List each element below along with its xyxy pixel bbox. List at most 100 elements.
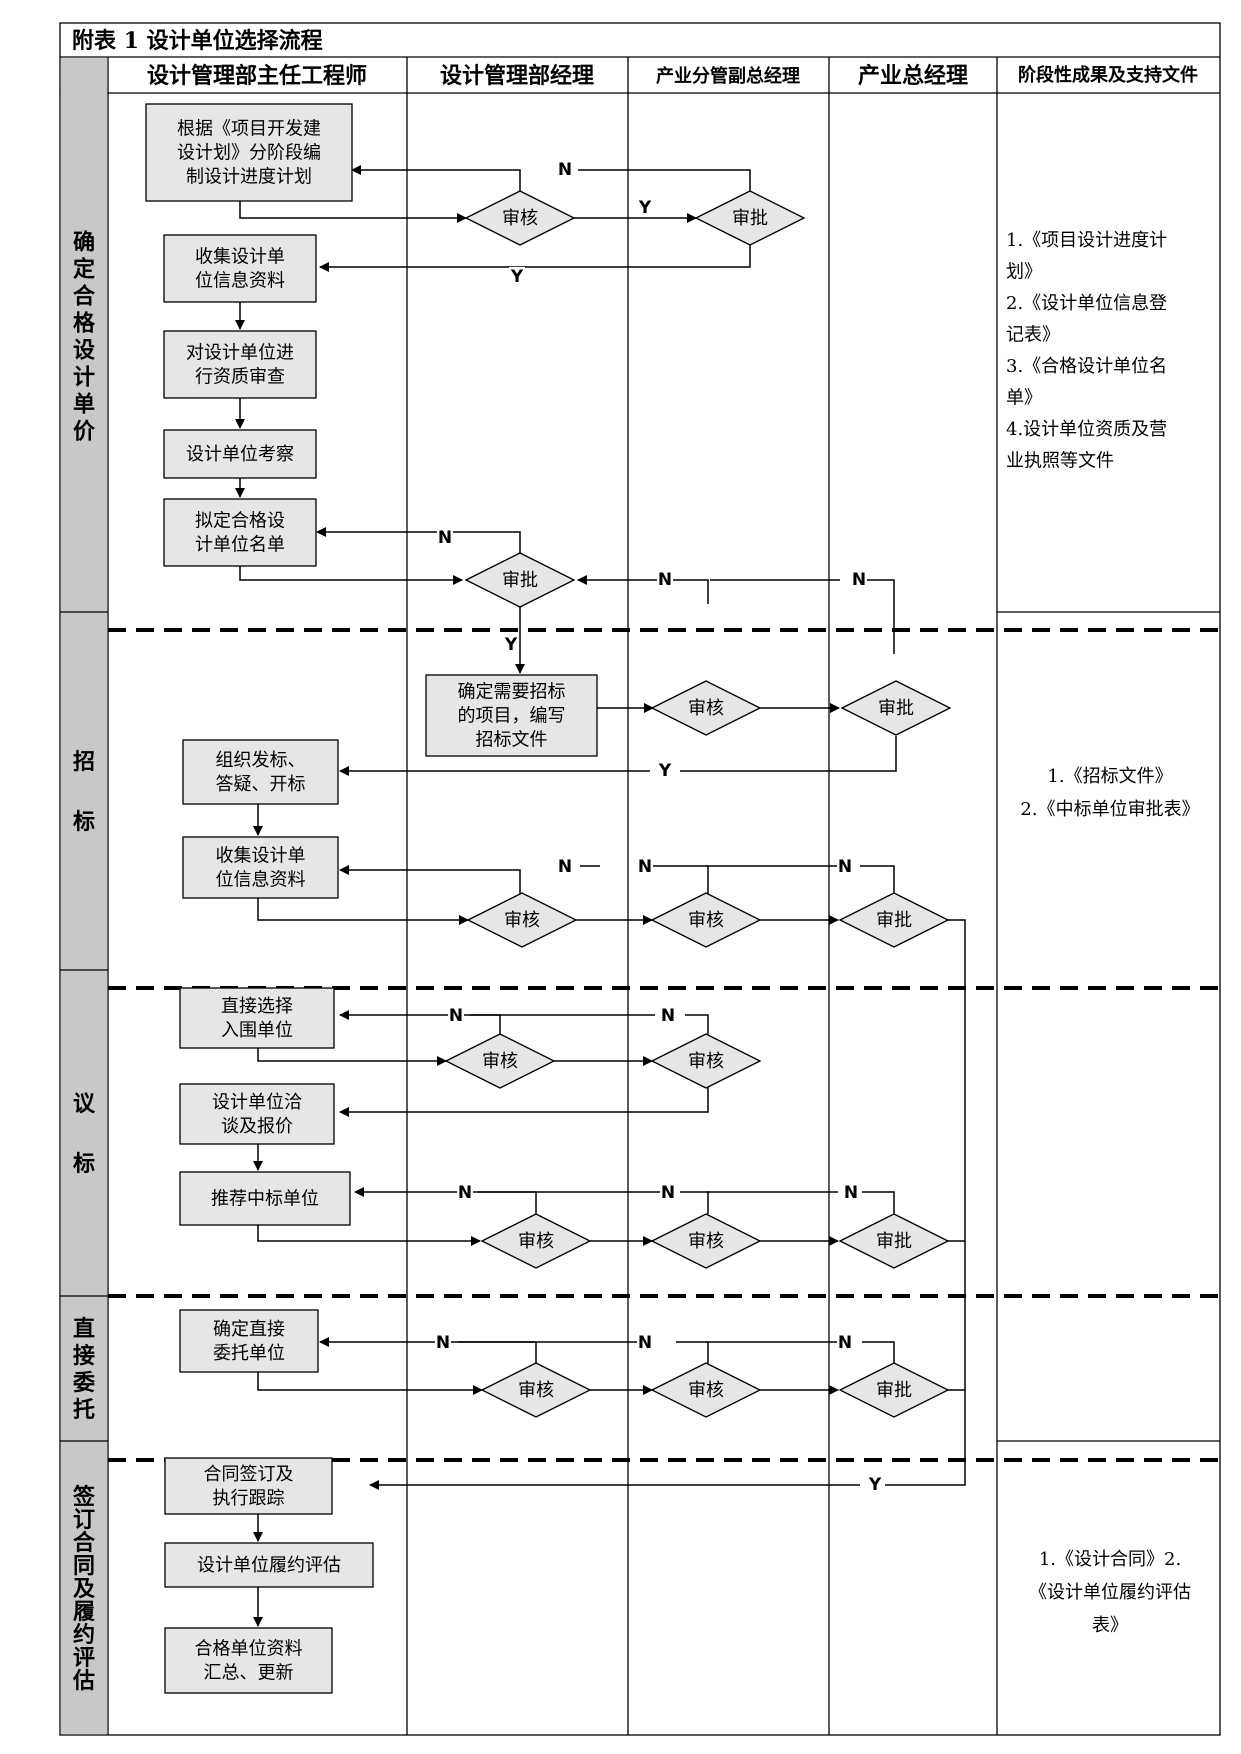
phase-label-char: 直 [73, 1316, 95, 1342]
branch-label-text: N [558, 160, 572, 180]
document-list: 1.《项目设计进度计划》2.《设计单位信息登记表》3.《合格设计单位名单》4.设… [1006, 230, 1167, 472]
phase-label-char: 标 [73, 1151, 95, 1177]
branch-label-text: N [449, 1006, 463, 1026]
branch-label-text: Y [510, 267, 524, 287]
branch-label-text: N [658, 570, 672, 590]
document-line: 3.《合格设计单位名 [1006, 356, 1167, 377]
page-title: 附表 1 设计单位选择流程 [72, 28, 323, 54]
process-box-text: 确定直接 [213, 1319, 285, 1340]
branch-label: N [457, 1183, 473, 1203]
decision-label: 审核 [518, 1231, 554, 1252]
phase-label-char: 委 [73, 1370, 95, 1396]
decision-label: 审批 [876, 1380, 912, 1401]
decision-label: 审核 [688, 1380, 724, 1401]
phase-label-char: 定 [73, 257, 95, 283]
document-list: 1.《招标文件》2.《中标单位审批表》 [1020, 766, 1199, 820]
decision-diamond: 审核 [464, 190, 576, 246]
decision-label: 审批 [502, 570, 538, 591]
process-box-text: 推荐中标单位 [211, 1189, 319, 1210]
decision-label: 审核 [502, 208, 538, 229]
branch-label-text: N [638, 857, 652, 877]
decision-diamond: 审核 [650, 1362, 762, 1418]
decision-diamond: 审核 [480, 1362, 592, 1418]
process-box-text: 合同签订及 [204, 1464, 294, 1485]
phase-label-char: 单 [73, 392, 95, 418]
process-box-text: 汇总、更新 [204, 1663, 294, 1684]
process-box-text: 确定需要招标 [458, 682, 566, 703]
process-box: 设计单位考察 [163, 429, 317, 479]
process-box-text: 执行跟踪 [213, 1488, 285, 1509]
decision-diamond: 审核 [466, 892, 578, 948]
column-header: 阶段性成果及支持文件 [1018, 64, 1198, 86]
phase-label-char: 及 [73, 1576, 96, 1602]
document-line: 4.设计单位资质及营 [1006, 419, 1167, 440]
process-box-text: 设计单位洽 [212, 1092, 302, 1113]
branch-label: N [851, 570, 867, 590]
branch-label: N [637, 1333, 653, 1353]
branch-label: N [448, 1006, 464, 1026]
decision-label: 审核 [688, 910, 724, 931]
branch-label: Y [657, 761, 673, 781]
branch-label-text: N [844, 1183, 858, 1203]
process-box-text: 合格单位资料 [195, 1639, 303, 1660]
branch-label: N [837, 857, 853, 877]
decision-diamond: 审批 [464, 552, 576, 608]
branch-label: N [657, 570, 673, 590]
process-box-text: 设计划》分阶段编 [177, 143, 321, 164]
branch-label: Y [637, 198, 653, 218]
decision-label: 审批 [732, 208, 768, 229]
document-line: 记表》 [1006, 325, 1060, 346]
branch-label-text: N [558, 857, 572, 877]
process-box-text: 位信息资料 [195, 271, 285, 292]
document-line: 1.《项目设计进度计 [1006, 230, 1167, 251]
decision-diamond: 审核 [650, 680, 762, 736]
column-header: 设计管理部经理 [440, 63, 594, 89]
branch-label-text: N [438, 528, 452, 548]
branch-label-text: N [661, 1006, 675, 1026]
decision-diamond: 审批 [838, 892, 950, 948]
decision-label: 审核 [482, 1051, 518, 1072]
document-line: 1.《招标文件》 [1047, 766, 1172, 787]
document-line: 2.《设计单位信息登 [1006, 293, 1167, 314]
process-box-text: 根据《项目开发建 [177, 119, 321, 140]
column-header: 设计管理部主任工程师 [147, 63, 367, 89]
phase-label-char: 订 [73, 1507, 95, 1533]
process-box-text: 行资质审查 [195, 367, 285, 388]
phase-column [60, 57, 108, 1735]
phase-label-char: 评 [73, 1645, 95, 1671]
branch-label: Y [509, 267, 525, 287]
document-line: 表》 [1092, 1615, 1128, 1636]
decision-label: 审核 [688, 1231, 724, 1252]
branch-label-text: Y [504, 635, 518, 655]
phase-label-char: 招 [73, 749, 95, 775]
branch-label: N [637, 857, 653, 877]
process-box-text: 拟定合格设 [195, 511, 285, 532]
process-box-text: 制设计进度计划 [186, 167, 312, 188]
branch-label-text: N [661, 1183, 675, 1203]
decision-label: 审核 [518, 1380, 554, 1401]
document-line: 1.《设计合同》2. [1039, 1549, 1181, 1570]
process-box: 组织发标、答疑、开标 [182, 739, 339, 805]
decision-diamonds: 审核审批审批审核审批审核审核审批审核审核审核审核审批审核审核审批 [444, 190, 952, 1418]
process-box-text: 设计单位履约评估 [197, 1555, 341, 1576]
process-box-text: 收集设计单 [195, 247, 285, 268]
branch-label: N [660, 1006, 676, 1026]
phase-label-char: 托 [73, 1397, 95, 1423]
process-boxes: 根据《项目开发建设计划》分阶段编制设计进度计划收集设计单位信息资料对设计单位进行… [145, 103, 598, 1694]
process-box-text: 入围单位 [221, 1020, 293, 1041]
decision-label: 审核 [688, 1051, 724, 1072]
decision-label: 审核 [504, 910, 540, 931]
branch-label: N [843, 1183, 859, 1203]
phase-label-char: 合 [73, 1530, 96, 1556]
phase-label-char: 合 [73, 284, 96, 310]
